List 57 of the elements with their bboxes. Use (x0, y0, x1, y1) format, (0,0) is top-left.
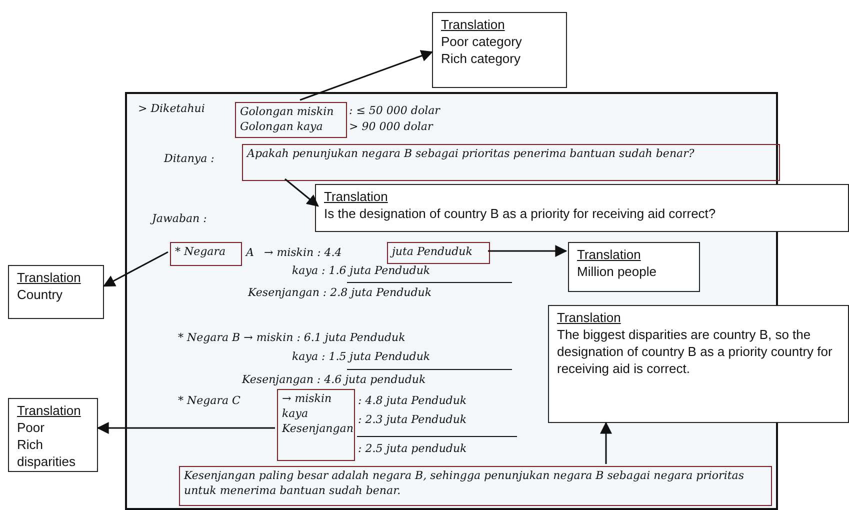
handwritten-text: → miskin : 4.4 (264, 246, 342, 260)
translation-heading: Translation (441, 16, 505, 33)
handwritten-text: Kesenjangan : 2.8 juta Penduduk (248, 286, 432, 300)
handwritten-text: Jawaban : (152, 212, 207, 226)
translation-text: disparities (17, 453, 77, 470)
handwritten-box (179, 466, 772, 506)
handwritten-text: : ≤ 50 000 dolar (349, 104, 440, 118)
translation-text: Million people (577, 263, 658, 280)
handwritten-text: : 2.5 juta penduduk (358, 442, 467, 456)
handwritten-text: kaya : 1.6 juta Penduduk (292, 264, 430, 278)
handwritten-text: kaya (282, 406, 309, 421)
handwritten-text: Kesenjangan : 4.6 juta penduduk (242, 373, 426, 387)
handwritten-text: kaya : 1.5 juta Penduduk (292, 350, 430, 364)
handwritten-text: : 4.8 juta Penduduk (358, 394, 467, 408)
handwritten-text: Apakah penunjukan negara B sebagai prioritas penerima bantuan sudah benar? (247, 146, 696, 161)
arrow (300, 50, 434, 101)
handwritten-text: > 90 000 dolar (349, 120, 433, 134)
translation-heading: Translation (17, 269, 81, 286)
translation-text: Rich category (441, 50, 522, 67)
handwritten-text: → miskin (282, 391, 333, 406)
handwritten-text: Ditanya : (164, 152, 214, 166)
translation-box (8, 398, 98, 472)
handwritten-box (235, 102, 347, 138)
handwritten-box (242, 144, 780, 181)
handwritten-text: : 2.3 juta Penduduk (358, 413, 467, 427)
translation-box (432, 12, 567, 88)
handwritten-text: Kesenjangan paling besar adalah negara B, sehingga penunjukan negara B sebagai negara prioritas untuk menerima bantuan sudah benar. (184, 468, 745, 498)
translation-box (8, 265, 104, 319)
handwritten-text: * Negara C (178, 394, 240, 408)
translation-text: Poor (17, 419, 46, 436)
handwritten-text: Golongan kaya (240, 119, 324, 134)
handwritten-box (170, 242, 242, 266)
handwritten-text: * Negara (175, 244, 227, 259)
translation-text: The biggest disparities are country B, so the designation of country B as a priority country for receiving aid is correct. (557, 326, 834, 377)
arrow (488, 245, 568, 257)
translation-heading: Translation (324, 188, 388, 205)
translation-box (568, 242, 700, 292)
handwritten-text: juta Penduduk (392, 244, 474, 259)
handwritten-box (387, 242, 490, 264)
arrow (284, 178, 319, 207)
translation-text: Rich (17, 436, 44, 453)
handwritten-text: * Negara B → miskin : 6.1 juta Penduduk (178, 331, 406, 345)
handwritten-text: Golongan miskin (240, 104, 335, 119)
arrow (102, 251, 168, 287)
translation-box (315, 184, 849, 232)
translation-heading: Translation (17, 402, 81, 419)
handwritten-text: A (246, 246, 254, 260)
translation-text: Is the designation of country B as a priority for receiving aid correct? (324, 205, 717, 222)
arrow (96, 422, 275, 434)
translation-text: Poor category (441, 33, 523, 50)
translation-heading: Translation (557, 309, 621, 326)
handwritten-box (277, 389, 355, 461)
handwritten-text: > Diketahui (138, 102, 205, 116)
translation-text: Country (17, 286, 64, 303)
arrow (600, 422, 612, 464)
translation-box (548, 305, 849, 423)
translation-heading: Translation (577, 246, 641, 263)
